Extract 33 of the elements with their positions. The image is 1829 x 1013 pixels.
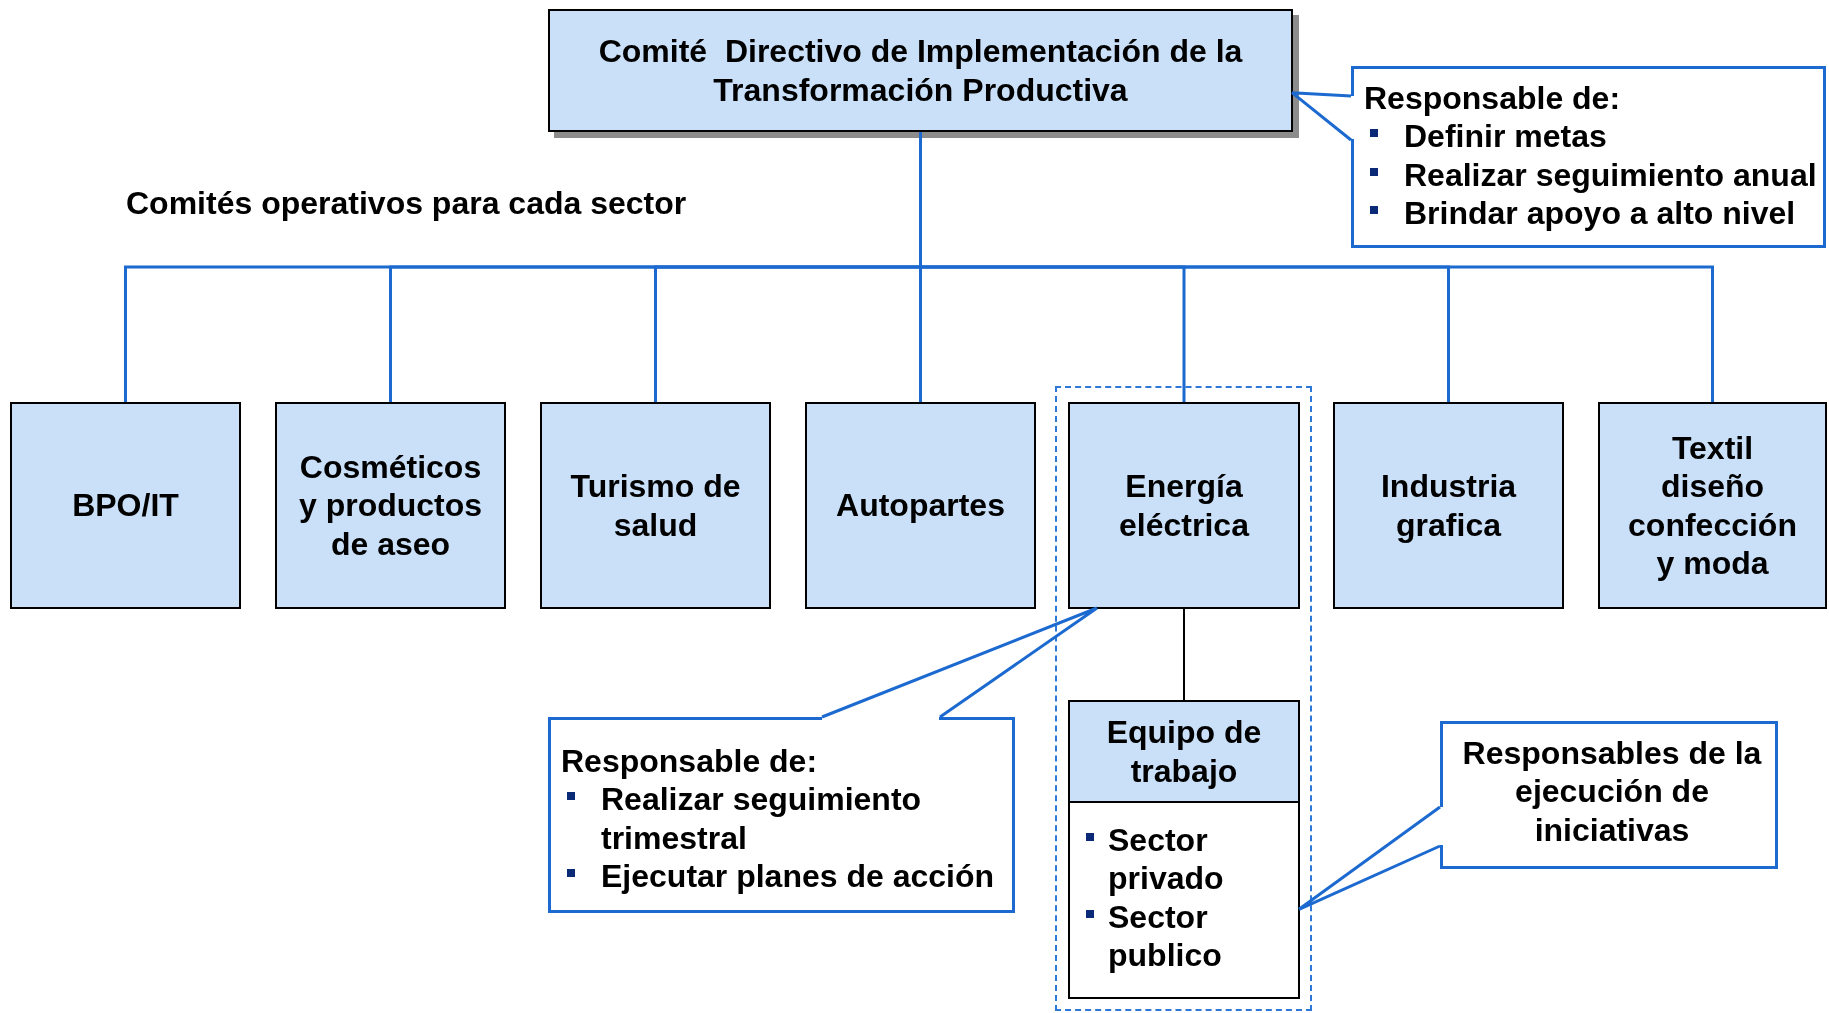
callout-heading: Responsable de:	[561, 742, 819, 781]
node-label: Turismo de salud	[569, 467, 742, 544]
callout-heading: Responsable de:	[1364, 79, 1622, 118]
section-label: Comités operativos para cada sector	[126, 185, 687, 222]
bullet-text: Brindar apoyo a alto nivel	[1404, 195, 1796, 232]
node-label: BPO/IT	[72, 486, 179, 525]
bullet-text: Ejecutar planes de acción	[601, 858, 995, 895]
sector-box	[275, 402, 506, 609]
node-label: Energía eléctrica	[1118, 467, 1251, 544]
node-label: Cosméticos y productos de aseo	[297, 447, 484, 564]
bullet-text: Sector privado	[1108, 822, 1224, 897]
connector-line	[1183, 608, 1185, 701]
sector-box	[1068, 402, 1300, 609]
node-label: Textil diseño confección y moda	[1627, 428, 1798, 583]
sector-box	[1598, 402, 1827, 609]
callout-box	[548, 717, 1015, 913]
callout-box	[1440, 721, 1778, 869]
team-heading: Equipo de trabajo	[1105, 713, 1263, 790]
callout-box	[1351, 66, 1826, 248]
team-box	[1068, 700, 1300, 999]
bullet-text: Sector publico	[1108, 898, 1222, 974]
sector-box	[1333, 402, 1564, 609]
node-label: Industria grafica	[1379, 467, 1518, 544]
sector-box	[805, 402, 1036, 609]
callout-text: Responsables de la ejecución de iniciativas	[1461, 734, 1763, 850]
node-label: Autopartes	[836, 486, 1005, 525]
node-label: Comité Directivo de Implementación de la Transformación Productiva	[597, 32, 1244, 109]
sector-box	[10, 402, 241, 609]
bullet-text: Realizar seguimiento anual	[1404, 156, 1817, 193]
bullet-text: Realizar seguimiento trimestral	[601, 781, 922, 856]
dashed-group-outline	[1055, 386, 1312, 1011]
bullet-text: Definir metas	[1404, 118, 1607, 155]
sector-box	[540, 402, 771, 609]
